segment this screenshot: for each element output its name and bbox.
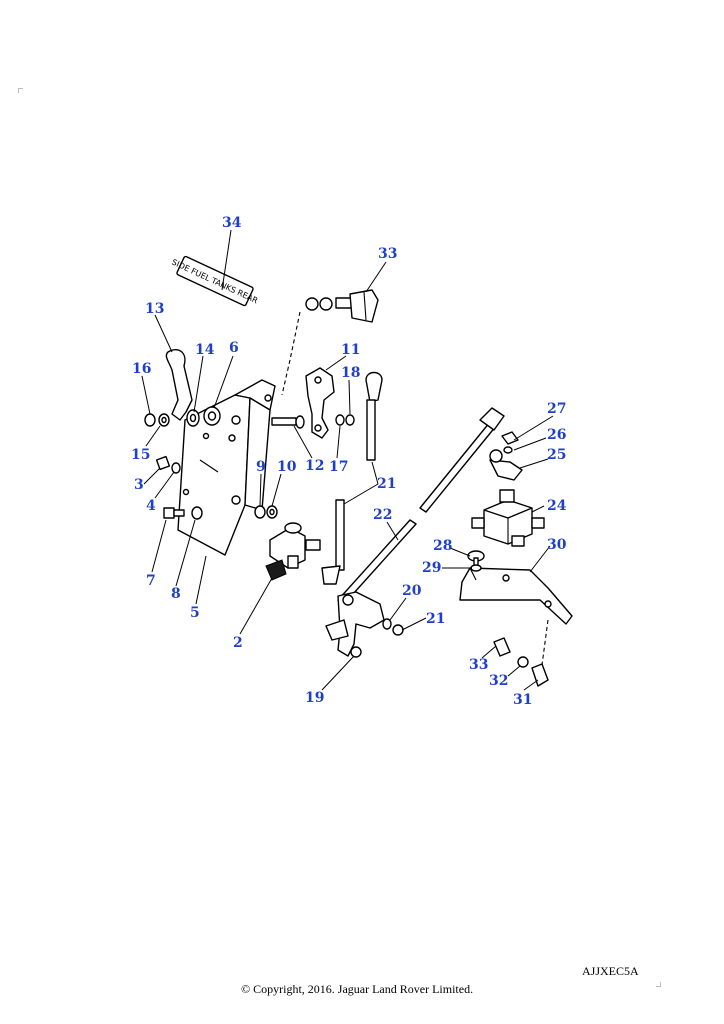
callout-5: 6 xyxy=(229,340,239,356)
washers-13-5 xyxy=(144,406,221,427)
callout-1: 2 xyxy=(233,635,243,651)
lever-10 xyxy=(305,367,335,439)
label-plate-34: SIDE FUEL TANKS REAR xyxy=(170,255,260,307)
callout-30: 31 xyxy=(513,692,532,708)
mount-bracket-29 xyxy=(459,567,573,681)
callout-20: 21 xyxy=(426,611,445,627)
callout-29: 30 xyxy=(547,537,567,553)
callout-22: 22 xyxy=(373,507,392,523)
clevis-24-26 xyxy=(489,431,523,481)
callout-23: 24 xyxy=(547,498,567,514)
callout-2: 3 xyxy=(134,477,144,493)
crop-mark-bottom-right xyxy=(656,982,661,987)
callout-10: 11 xyxy=(341,342,360,358)
crop-mark-top-left xyxy=(18,88,23,93)
tap-valve-1 xyxy=(265,522,321,581)
callout-18: 19 xyxy=(305,690,324,706)
callout-24: 25 xyxy=(547,447,566,463)
callout-13: 14 xyxy=(195,342,215,358)
valve-block-23 xyxy=(471,489,545,547)
callout-numbers: 34 33 13 14 6 11 16 18 27 26 15 25 12 17… xyxy=(131,215,567,708)
callout-16: 17 xyxy=(329,459,348,475)
callout-26: 27 xyxy=(547,401,566,417)
bolt-2-3 xyxy=(155,455,181,474)
callout-14: 15 xyxy=(131,447,150,463)
callout-25: 26 xyxy=(547,427,566,443)
callout-9: 10 xyxy=(277,459,297,475)
long-rod-22 xyxy=(337,407,505,605)
callout-31: 32 xyxy=(489,673,508,689)
nut-8-9 xyxy=(254,505,278,519)
copyright-notice: © Copyright, 2016. Jaguar Land Rover Lim… xyxy=(241,982,474,996)
drawing-code: AJJXEC5A xyxy=(582,964,639,978)
washer-19-20 xyxy=(382,618,404,636)
callout-19: 20 xyxy=(402,583,422,599)
callout-32: 33 xyxy=(469,657,488,673)
callout-17: 18 xyxy=(341,365,360,381)
callout-7: 8 xyxy=(171,586,181,602)
callout-11: 12 xyxy=(305,458,324,474)
callout-6: 7 xyxy=(146,573,156,589)
callout-3: 4 xyxy=(146,498,156,514)
callout-34: 34 xyxy=(222,215,242,231)
bolt-6-7 xyxy=(163,506,203,520)
spring-clip-12 xyxy=(165,348,193,421)
callout-28: 29 xyxy=(422,560,441,576)
control-rod-21 xyxy=(321,371,383,585)
screw-27-28 xyxy=(467,550,485,572)
nut-16-17 xyxy=(335,414,355,426)
leader-lines xyxy=(141,229,554,691)
bolt-30-32 xyxy=(493,637,549,687)
callout-27: 28 xyxy=(433,538,452,554)
callout-15: 16 xyxy=(132,361,151,377)
callout-21a: 21 xyxy=(377,476,396,492)
callout-8: 9 xyxy=(256,459,266,475)
callout-4: 5 xyxy=(190,605,200,621)
connector-33 xyxy=(305,289,379,323)
callout-12: 13 xyxy=(145,301,164,317)
lever-assembly-18 xyxy=(325,591,385,658)
stud-11 xyxy=(271,415,305,429)
callout-33: 33 xyxy=(378,246,397,262)
label-plate-text: SIDE FUEL TANKS REAR xyxy=(170,258,259,306)
